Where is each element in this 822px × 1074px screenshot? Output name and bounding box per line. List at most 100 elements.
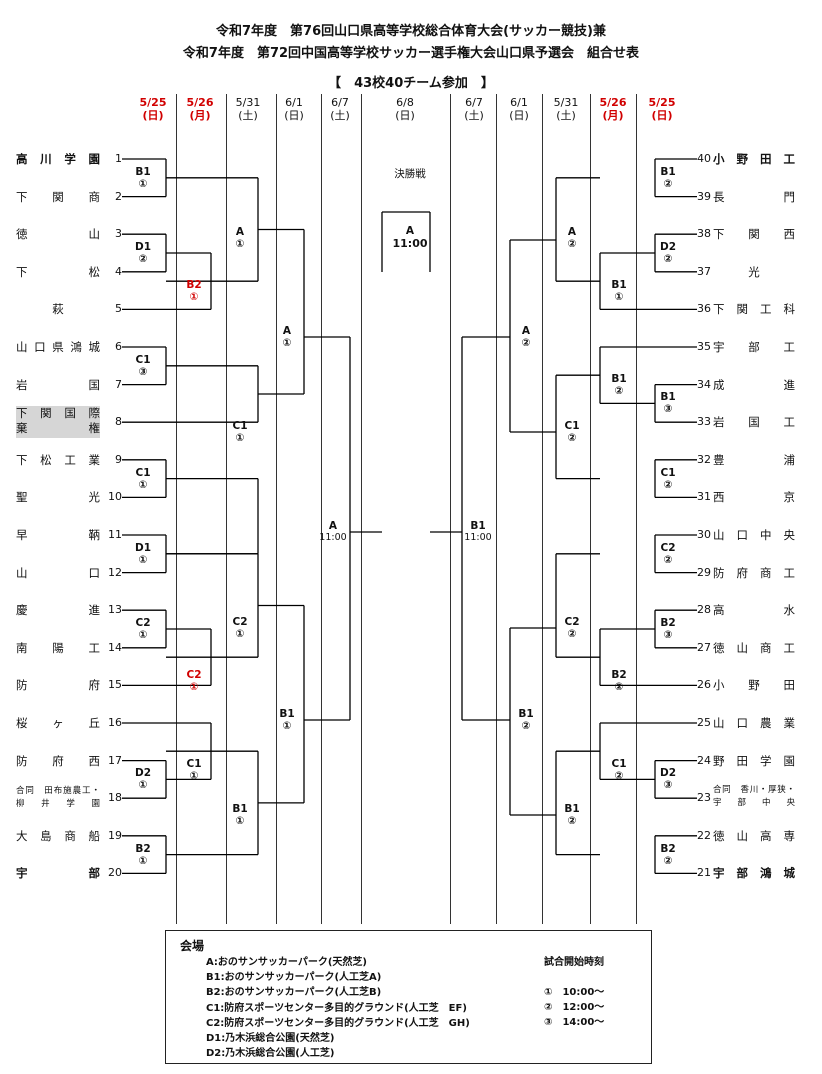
match-venue: B2 [611, 669, 627, 681]
match-venue: C1 [611, 758, 627, 770]
match-slot: ② [663, 854, 673, 867]
match-slot: ② [567, 815, 577, 827]
team-name: 徳山高専 [713, 828, 795, 843]
venue-heading: 会場 [180, 939, 205, 953]
team-name: 野田学園 [713, 753, 795, 768]
team-name: 光 [748, 264, 760, 279]
match-slot: ① [138, 629, 148, 641]
team-name-line: 合同 香川・厚狭・ [713, 785, 795, 796]
team-name: 山口県鴻城 [16, 340, 100, 354]
final-venue: A [405, 225, 415, 237]
team-name: 桜ヶ丘 [16, 716, 100, 730]
team-name: 山口 [16, 565, 100, 580]
final-caption: 決勝戦 [394, 168, 426, 180]
match-venue: A [567, 226, 577, 238]
team-name: 合同 香川・厚狭・宇 部 中 央 [713, 784, 795, 813]
team-name: 下関国際棄権 [16, 406, 100, 439]
team-name: 宇部工 [713, 340, 795, 354]
venue-item: C2:防府スポーツセンター多目的グラウンド(人工芝 GH) [206, 1017, 470, 1029]
column-divider [321, 94, 322, 924]
team-number: 25 [697, 716, 711, 729]
team-name: 大島商船 [16, 828, 100, 843]
match-venue: D1 [134, 541, 152, 554]
date-label: 5/25 [648, 96, 676, 109]
match-venue: C1 [564, 420, 580, 432]
time-heading: 試合開始時刻 [544, 957, 604, 968]
date-label: 6/7 [465, 96, 483, 109]
date-header: 6/8(日) [383, 96, 427, 122]
match-slot: ① [138, 553, 148, 566]
team-name: 慶進 [16, 603, 100, 618]
team-number: 34 [697, 377, 711, 391]
venue-item: C1:防府スポーツセンター多目的グラウンド(人工芝 EF) [206, 1002, 467, 1014]
match-venue: A [282, 325, 292, 337]
team-number: 16 [108, 716, 122, 729]
team-number: 39 [697, 189, 711, 203]
match-venue: C2 [660, 541, 676, 554]
team-name: 豊浦 [713, 452, 795, 467]
match-slot: ① [235, 432, 245, 444]
column-divider [450, 94, 451, 924]
team-number: 38 [697, 227, 711, 241]
venue-item: B2:おのサンサッカーパーク(人工芝B) [206, 987, 382, 999]
team-name: 西京 [713, 490, 795, 505]
team-number: 11 [108, 528, 122, 541]
weekday-label: (日) [395, 109, 415, 122]
match-venue: C1 [660, 466, 676, 479]
match-slot: ② [663, 478, 673, 491]
match-slot: ② [614, 681, 624, 693]
semi-left-time: 11:00 [319, 532, 347, 543]
title-line-2: 令和7年度 第72回中国高等学校サッカー選手権大会山口県予選会 組合せ表 [182, 46, 640, 61]
team-name: 萩 [52, 302, 64, 317]
team-number: 6 [115, 340, 122, 353]
weekday-label: (土) [464, 109, 484, 122]
team-number: 7 [115, 377, 122, 391]
weekday-label: (日) [651, 109, 673, 122]
team-number: 1 [115, 152, 122, 165]
column-divider [176, 94, 177, 924]
semi-right-time: 11:00 [464, 532, 492, 543]
match-slot: ② [521, 720, 531, 732]
match-venue: D2 [659, 241, 677, 253]
team-name: 徳山 [16, 227, 100, 242]
team-number: 22 [697, 828, 711, 842]
final-time: 11:00 [392, 237, 428, 250]
team-name: 山口中央 [713, 528, 795, 542]
team-number: 32 [697, 452, 711, 466]
weekday-label: (日) [509, 109, 529, 122]
match-venue: C2 [564, 616, 580, 628]
date-label: 5/31 [235, 96, 261, 109]
match-venue: C2 [135, 617, 151, 629]
match-venue: C1 [186, 758, 202, 770]
match-venue: B1 [564, 803, 580, 815]
team-name: 山口農業 [713, 716, 795, 730]
team-number: 8 [115, 415, 122, 429]
team-number: 13 [108, 603, 122, 617]
team-name-line: 合同 田布施農工・ [16, 786, 100, 797]
team-number: 35 [697, 340, 711, 353]
team-name: 下松 [16, 264, 100, 279]
team-number: 14 [108, 640, 122, 654]
match-slot: ① [235, 628, 245, 640]
match-venue: B1 [135, 165, 151, 178]
column-divider [361, 94, 362, 924]
match-slot: ① [138, 854, 148, 867]
match-venue: A [235, 226, 245, 238]
weekday-label: (月) [602, 109, 624, 122]
match-slot: ② [521, 337, 531, 349]
column-divider [226, 94, 227, 924]
team-name: 防府商工 [713, 565, 795, 580]
